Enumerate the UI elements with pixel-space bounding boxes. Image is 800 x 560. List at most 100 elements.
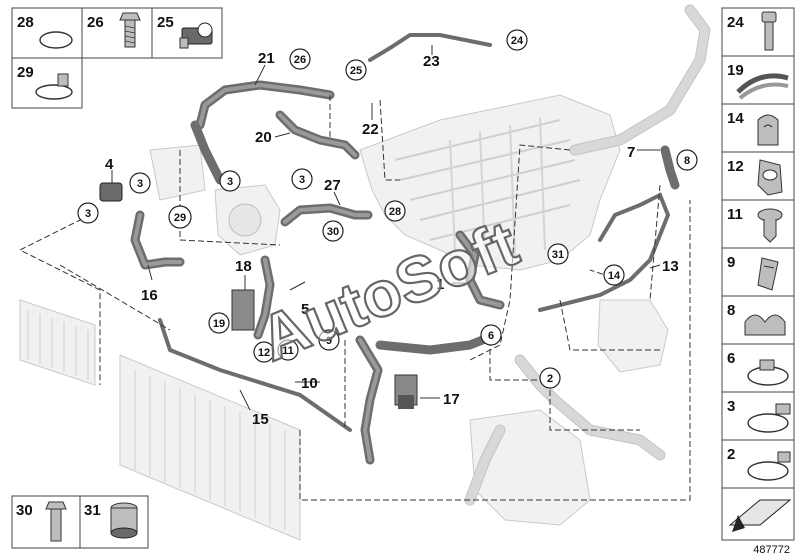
circled-callout-3d: 3 <box>291 168 313 190</box>
part-box-29[interactable]: 29 <box>17 64 73 100</box>
part-box-28[interactable]: 28 <box>17 14 73 49</box>
circled-callout-2: 2 <box>539 367 561 389</box>
bracket-clip-icon <box>179 22 213 49</box>
svg-text:30: 30 <box>327 226 339 238</box>
circled-callout-12: 12 <box>253 341 275 363</box>
callout-27: 27 <box>324 177 341 194</box>
callout-15: 15 <box>252 411 269 428</box>
parts-panel-right: 24 19 14 12 <box>721 7 795 541</box>
svg-text:9: 9 <box>727 254 735 271</box>
svg-text:3: 3 <box>227 176 233 188</box>
part-box-8[interactable]: 8 <box>727 302 786 336</box>
svg-text:29: 29 <box>17 64 34 81</box>
nav-arrow-button[interactable] <box>728 499 792 532</box>
svg-text:30: 30 <box>16 502 33 519</box>
hose-clamp-icon <box>747 359 789 386</box>
screw-icon <box>761 11 777 51</box>
svg-text:2: 2 <box>727 446 735 463</box>
circled-callout-28: 28 <box>384 200 406 222</box>
pipe-15[interactable] <box>158 318 352 432</box>
hose-21[interactable] <box>190 80 335 185</box>
circled-callout-3b: 3 <box>77 202 99 224</box>
part-box-25[interactable]: 25 <box>157 14 213 49</box>
part-4[interactable] <box>99 182 123 202</box>
circled-callouts: 3 3 3 3 26 25 24 8 28 30 31 14 6 2 19 12… <box>77 29 698 389</box>
circled-callout-31: 31 <box>547 243 569 265</box>
o-ring-icon <box>39 31 73 49</box>
parts-panel-bottom-left: 30 31 <box>11 495 149 549</box>
circled-callout-6: 6 <box>480 324 502 346</box>
circled-callout-3c: 3 <box>219 170 241 192</box>
svg-text:11: 11 <box>727 206 743 223</box>
circled-callout-11: 11 <box>277 339 299 361</box>
bracket-18[interactable] <box>231 289 255 331</box>
svg-text:12: 12 <box>258 347 270 359</box>
part-box-19[interactable]: 19 <box>727 62 789 100</box>
callout-17: 17 <box>443 391 460 408</box>
part-box-3[interactable]: 3 <box>727 398 791 433</box>
retaining-clip-icon <box>757 257 779 291</box>
callout-22: 22 <box>362 121 379 138</box>
svg-text:26: 26 <box>294 54 306 66</box>
callout-5: 5 <box>301 301 309 318</box>
part-box-30[interactable]: 30 <box>16 501 67 542</box>
part-box-6[interactable]: 6 <box>727 350 789 386</box>
callout-labels: 1 4 5 7 10 13 15 16 17 18 20 21 22 23 27 <box>105 45 679 428</box>
hose-20[interactable] <box>275 110 360 160</box>
part-box-24[interactable]: 24 <box>727 11 777 51</box>
part-box-2[interactable]: 2 <box>727 446 791 481</box>
holder-icon <box>757 159 783 196</box>
hose-16[interactable] <box>130 210 185 270</box>
callout-13: 13 <box>662 258 679 275</box>
hose-clamp-icon <box>747 403 791 433</box>
callout-23: 23 <box>423 53 440 70</box>
diagram-reference-number: 487772 <box>753 544 790 556</box>
circled-callout-8: 8 <box>676 149 698 171</box>
svg-text:31: 31 <box>84 502 101 519</box>
pipe-holder-icon <box>744 314 786 336</box>
callout-18: 18 <box>235 258 252 275</box>
circled-callout-26: 26 <box>289 48 311 70</box>
svg-text:3: 3 <box>727 398 735 415</box>
circled-callout-9: 9 <box>318 329 340 351</box>
callout-21: 21 <box>258 50 275 67</box>
svg-text:25: 25 <box>157 14 174 31</box>
hose-13[interactable] <box>538 192 671 312</box>
hose-18-5[interactable] <box>253 255 275 340</box>
bracket-17[interactable] <box>394 374 418 409</box>
radiator <box>19 299 301 541</box>
svg-text:25: 25 <box>350 65 362 77</box>
svg-text:3: 3 <box>137 178 143 190</box>
hose-27[interactable] <box>280 203 373 227</box>
svg-text:19: 19 <box>213 318 225 330</box>
svg-text:14: 14 <box>727 110 744 127</box>
svg-text:24: 24 <box>727 14 744 31</box>
circled-callout-25: 25 <box>345 59 367 81</box>
part-box-26[interactable]: 26 <box>87 12 141 48</box>
circled-callout-19: 19 <box>208 312 230 334</box>
callout-4: 4 <box>105 156 114 173</box>
parts-panel-top-left: 28 26 25 29 <box>11 7 223 109</box>
svg-text:24: 24 <box>511 35 524 47</box>
part-box-14[interactable]: 14 <box>727 110 779 146</box>
part-box-9[interactable]: 9 <box>727 254 779 291</box>
band-clamp-icon <box>35 73 73 100</box>
part-box-11[interactable]: 11 <box>727 206 783 243</box>
svg-text:31: 31 <box>552 249 564 261</box>
hose-7[interactable] <box>660 145 680 190</box>
bolt-icon <box>45 501 67 542</box>
svg-text:28: 28 <box>389 206 401 218</box>
svg-text:29: 29 <box>174 212 186 224</box>
part-box-31[interactable]: 31 <box>84 502 138 539</box>
svg-text:19: 19 <box>727 62 744 79</box>
part-box-12[interactable]: 12 <box>727 158 783 196</box>
callout-16: 16 <box>141 287 158 304</box>
svg-text:14: 14 <box>608 270 621 282</box>
pipe-23[interactable] <box>368 33 492 62</box>
svg-text:3: 3 <box>299 174 305 186</box>
svg-text:11: 11 <box>282 345 294 357</box>
arrow-icon <box>728 499 792 532</box>
circled-callout-24: 24 <box>506 29 528 51</box>
thermostat-1[interactable] <box>455 230 505 310</box>
